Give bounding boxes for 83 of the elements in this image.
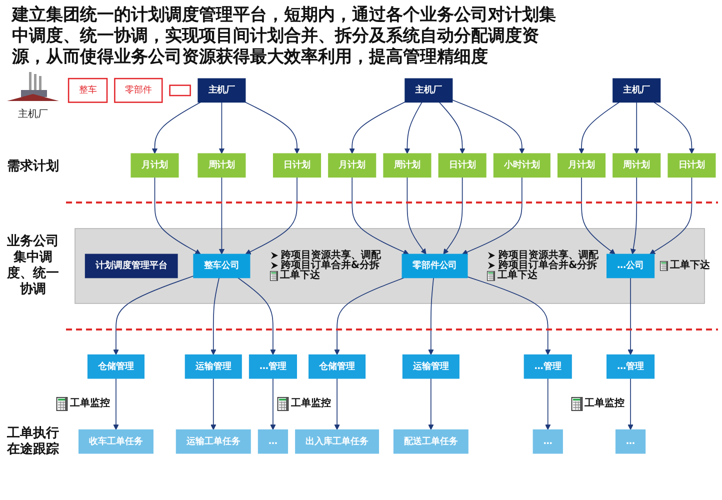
arrow bbox=[349, 102, 406, 154]
row-label: 业务公司集中调度、统一协调 bbox=[6, 234, 60, 298]
header-box: 主机厂 bbox=[404, 78, 453, 103]
arrow bbox=[404, 102, 422, 154]
plan-box: 日计划 bbox=[438, 153, 486, 178]
company-box: …公司 bbox=[606, 254, 655, 278]
plan-box: 月计划 bbox=[130, 153, 179, 178]
arrow bbox=[628, 277, 634, 355]
annotation-text: 工单下达 bbox=[280, 270, 320, 281]
icon-caption: 主机厂 bbox=[18, 109, 48, 121]
arrow bbox=[210, 378, 216, 430]
task-box: … bbox=[258, 429, 288, 454]
header-box: 主机厂 bbox=[198, 78, 246, 103]
arrow bbox=[238, 277, 276, 355]
management-box: …管理 bbox=[524, 354, 572, 379]
stamp-box: 零部件 bbox=[114, 78, 163, 103]
management-box: …管理 bbox=[606, 354, 655, 379]
arrow bbox=[210, 277, 220, 355]
stamp-box: 整车 bbox=[68, 78, 108, 103]
arrow bbox=[634, 102, 640, 154]
arrow bbox=[152, 102, 201, 154]
arrow bbox=[467, 276, 551, 355]
bullet-text: 跨项目资源共享、调配 bbox=[280, 250, 381, 261]
plan-box: 周计划 bbox=[612, 153, 661, 178]
management-box: 仓储管理 bbox=[308, 354, 366, 379]
annotation-text: 工单下达 bbox=[670, 260, 710, 271]
title: 建立集团统一的计划调度管理平台，短期内，通过各个业务公司对计划集中调度、统一协调，实现项目间计划合并、拆分及系统自动分配调度资源，从而使得业务公司资源获得最大效率利用，提高管理精细度 bbox=[12, 5, 557, 68]
plan-box: 月计划 bbox=[557, 153, 606, 178]
arrow bbox=[438, 102, 466, 154]
arrow bbox=[406, 176, 426, 254]
stamp-box bbox=[169, 84, 191, 96]
arrow bbox=[113, 276, 194, 355]
task-box: 配送工单任务 bbox=[393, 429, 468, 454]
row-label: 需求计划 bbox=[7, 159, 59, 176]
arrow bbox=[113, 378, 119, 430]
task-box: 收车工单任务 bbox=[78, 429, 154, 454]
task-box: 运输工单任务 bbox=[176, 429, 251, 454]
arrow bbox=[218, 102, 225, 154]
arrow bbox=[270, 378, 276, 430]
task-box: … bbox=[532, 429, 563, 454]
bullet-text: 跨项目订单合并&分拆 bbox=[498, 260, 598, 271]
annotation-text: 工单监控 bbox=[70, 398, 110, 410]
annotation-text: 工单监控 bbox=[584, 398, 625, 410]
arrow bbox=[443, 176, 463, 254]
arrow bbox=[334, 378, 340, 430]
management-box: 运输管理 bbox=[402, 354, 460, 379]
arrow bbox=[630, 176, 638, 254]
management-box: …管理 bbox=[248, 354, 297, 379]
header-box: 主机厂 bbox=[612, 78, 661, 103]
task-box: 出入库工单任务 bbox=[295, 429, 380, 454]
management-box: 仓储管理 bbox=[87, 354, 144, 379]
bullet-text: 跨项目资源共享、调配 bbox=[498, 250, 598, 261]
arrow bbox=[245, 176, 298, 254]
annotation-text: 工单下达 bbox=[497, 270, 538, 281]
arrow bbox=[352, 176, 409, 255]
arrow bbox=[578, 102, 620, 154]
arrow bbox=[581, 176, 616, 254]
company-box: 整车公司 bbox=[193, 254, 250, 278]
arrow bbox=[218, 176, 225, 254]
arrow bbox=[428, 277, 434, 355]
company-box: 零部件公司 bbox=[402, 254, 468, 278]
platform-box: 计划调度管理平台 bbox=[84, 254, 178, 278]
plan-box: 月计划 bbox=[328, 153, 376, 178]
plan-box: 小时计划 bbox=[493, 153, 550, 178]
arrow bbox=[628, 378, 634, 430]
arrow bbox=[654, 102, 695, 154]
management-box: 运输管理 bbox=[184, 354, 242, 379]
arrow bbox=[154, 176, 201, 254]
row-label: 工单执行在途跟踪 bbox=[6, 426, 60, 458]
arrow bbox=[452, 100, 525, 154]
plan-box: 日计划 bbox=[668, 153, 716, 178]
task-box: … bbox=[615, 429, 646, 454]
arrow bbox=[462, 176, 522, 255]
arrow bbox=[650, 176, 692, 254]
plan-box: 周计划 bbox=[383, 153, 432, 178]
bullet-text: 跨项目订单合并&分拆 bbox=[280, 260, 380, 271]
arrow bbox=[428, 378, 434, 430]
arrow bbox=[545, 378, 551, 430]
arrow bbox=[245, 102, 300, 154]
plan-box: 周计划 bbox=[198, 153, 246, 178]
arrow bbox=[334, 277, 404, 355]
annotation-text: 工单监控 bbox=[291, 398, 332, 410]
plan-box: 日计划 bbox=[272, 153, 322, 178]
